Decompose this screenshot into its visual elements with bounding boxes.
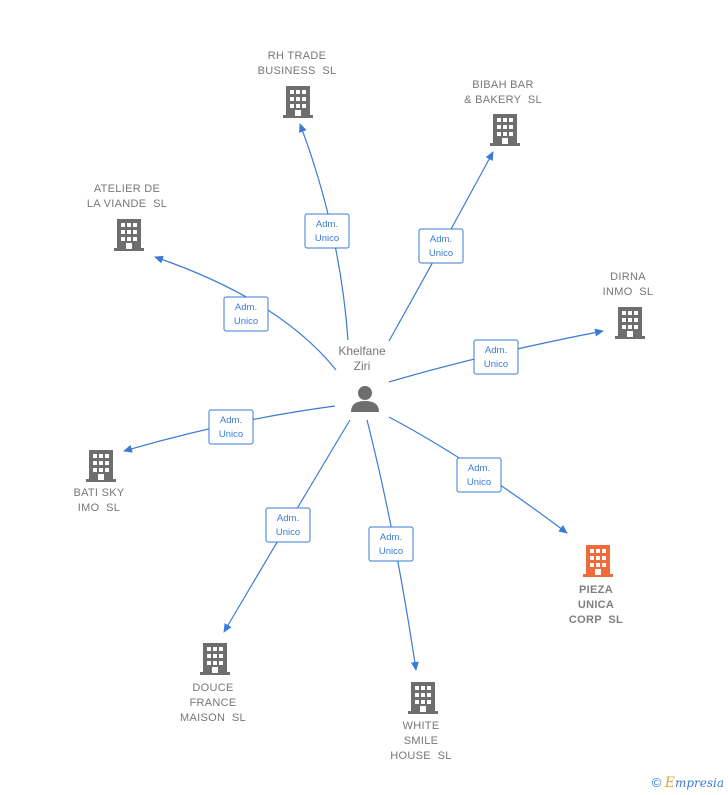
building-icon [408,682,438,714]
edge-label-text: Adm. [380,532,402,543]
company-nodes: RH TRADE BUSINESS SL BIBAH BAR & BAKERY SL A… [73,50,653,762]
building-icon [615,307,645,339]
company-label-line: BIBAH BAR [472,79,533,91]
building-icon [86,450,116,482]
company-label-line: IMO SL [78,502,120,514]
edge-label-white[interactable]: Adm. Unico [368,526,414,562]
edge-label-box [473,339,519,375]
brand-initial: E [664,775,675,791]
edge-label-text: Adm. [316,219,338,230]
edge-label-dirna[interactable]: Adm. Unico [473,339,519,375]
company-label-line: BUSINESS SL [258,65,337,77]
edge-label-text: Unico [315,233,339,244]
company-label-line: RH TRADE [268,50,326,62]
edge-label-box [208,409,254,445]
edge-label-text: Adm. [220,415,242,426]
company-label-line: CORP SL [569,614,623,626]
edge-label-box [304,213,350,249]
edge-label-text: Unico [276,527,300,538]
edge-label-text: Unico [429,248,453,259]
edge-label-text: Unico [467,477,491,488]
person-name-line-2: Ziri [354,359,371,373]
company-label-line: MAISON SL [180,712,246,724]
company-node-bati-sky[interactable]: BATI SKY IMO SL [73,450,125,514]
edge-label-box [265,507,311,543]
person-node[interactable]: Khelfane Ziri [338,344,386,412]
company-label-line: & BAKERY SL [464,94,542,106]
person-name-line-1: Khelfane [338,344,386,358]
building-icon [490,114,520,146]
brand-name: mpresia [674,776,724,790]
edge-label-text: Unico [234,316,258,327]
edge-label-box [456,457,502,493]
company-label-line: ATELIER DE [94,183,160,195]
edge-label-bibah[interactable]: Adm. Unico [418,228,464,264]
building-icon [200,643,230,675]
person-icon [351,386,379,412]
edge-label-box [418,228,464,264]
company-label-line: HOUSE SL [390,750,451,762]
company-label-line: SMILE [404,735,439,747]
edge-label-text: Adm. [485,345,507,356]
company-label-line: WHITE [403,720,440,732]
edge-label-bati-sky[interactable]: Adm. Unico [208,409,254,445]
edge-label-text: Unico [379,546,403,557]
company-node-bibah[interactable]: BIBAH BAR & BAKERY SL [464,79,542,146]
company-label-line: LA VIANDE SL [87,198,167,210]
company-node-dirna[interactable]: DIRNA INMO SL [603,271,654,339]
edge-label-atelier[interactable]: Adm. Unico [223,296,269,332]
copyright-symbol: © [651,775,662,790]
company-label-line: UNICA [578,599,614,611]
edge-label-box [368,526,414,562]
company-node-douce[interactable]: DOUCE FRANCE MAISON SL [180,643,246,724]
company-label-line: DOUCE [192,682,233,694]
edge-label-douce[interactable]: Adm. Unico [265,507,311,543]
edge-label-pieza[interactable]: Adm. Unico [456,457,502,493]
building-icon [114,219,144,251]
company-label-line: DIRNA [610,271,646,283]
company-label-line: INMO SL [603,286,654,298]
footer-brand: © Empresia [652,775,724,791]
edge-label-text: Adm. [235,302,257,313]
company-node-rh-trade[interactable]: RH TRADE BUSINESS SL [258,50,337,118]
building-icon [283,86,313,118]
building-icon [583,545,613,577]
company-label-line: FRANCE [189,697,236,709]
company-node-atelier[interactable]: ATELIER DE LA VIANDE SL [87,183,167,251]
edge-label-text: Adm. [277,513,299,524]
edge-label-text: Unico [219,429,243,440]
company-label-line: BATI SKY [73,487,124,499]
company-node-white[interactable]: WHITE SMILE HOUSE SL [390,682,451,762]
company-node-pieza[interactable]: PIEZA UNICA CORP SL [569,545,623,626]
edge-label-text: Unico [484,359,508,370]
edge-label-text: Adm. [430,234,452,245]
edge-label-text: Adm. [468,463,490,474]
edge-label-rh-trade[interactable]: Adm. Unico [304,213,350,249]
edge-label-box [223,296,269,332]
company-label-line: PIEZA [579,584,613,596]
